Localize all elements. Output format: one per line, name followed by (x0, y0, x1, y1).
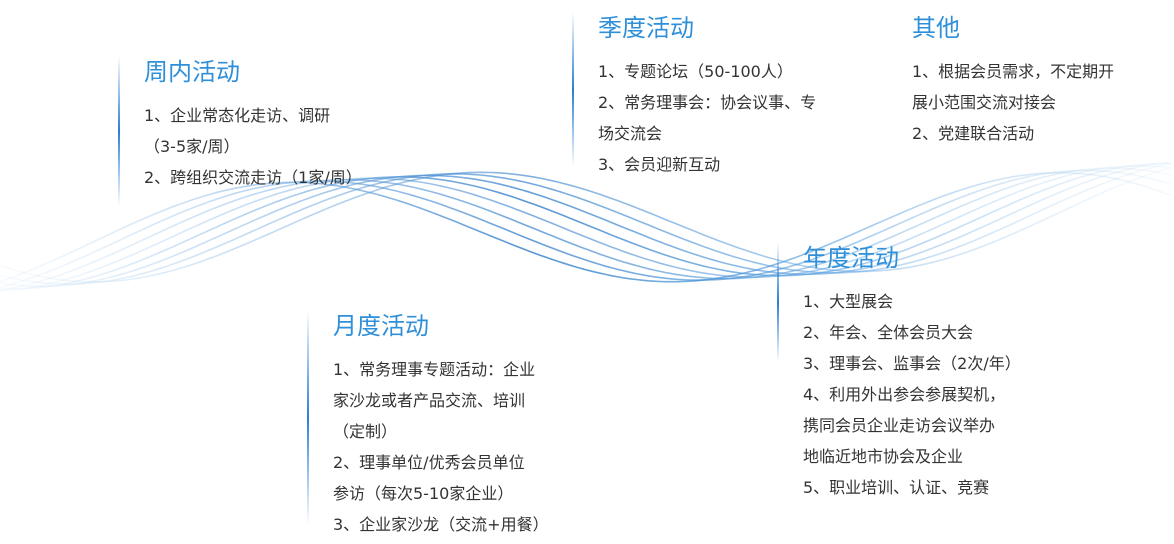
list-item: 地临近地市协会及企业 (803, 447, 964, 466)
list-item: 携同会员企业走访会议举办 (803, 416, 996, 435)
annual-activities-title: 年度活动 (803, 244, 899, 272)
wave-line (0, 161, 1171, 288)
quarterly-activities-section: 季度活动 1、专题论坛（50-100人） 2、常务理事会：协会议事、专 场交流会… (572, 12, 816, 180)
list-item: 2、跨组织交流走访（1家/周） (144, 168, 362, 187)
other-activities-section: 其他 1、根据会员需求，不定期开 展小范围交流对接会 2、党建联合活动 (886, 12, 1114, 149)
wave-line (0, 165, 1171, 292)
wave-line (0, 167, 1171, 292)
list-item: 3、企业家沙龙（交流+用餐） (333, 515, 549, 534)
list-item: 2、党建联合活动 (912, 124, 1035, 143)
weekly-activities-section: 周内活动 1、企业常态化走访、调研 （3-5家/周） 2、跨组织交流走访（1家/… (118, 56, 362, 206)
list-item: 3、会员迎新互动 (598, 155, 721, 174)
quarterly-activities-title: 季度活动 (598, 14, 694, 42)
wave-line (0, 162, 1171, 290)
monthly-divider-line (307, 310, 309, 525)
annual-activities-section: 年度活动 1、大型展会 2、年会、全体会员大会 3、理事会、监事会（2次/年） … (777, 242, 1021, 503)
monthly-activities-list: 1、常务理事专题活动：企业 家沙龙或者产品交流、培训 （定制） 2、理事单位/优… (333, 354, 549, 540)
weekly-activities-title: 周内活动 (144, 58, 240, 86)
other-activities-list: 1、根据会员需求，不定期开 展小范围交流对接会 2、党建联合活动 (912, 56, 1114, 149)
list-item: 1、根据会员需求，不定期开 (912, 62, 1115, 81)
list-item: 3、理事会、监事会（2次/年） (803, 354, 1021, 373)
other-activities-title: 其他 (912, 14, 960, 42)
list-item: 家沙龙或者产品交流、培训 (333, 391, 526, 410)
monthly-activities-title: 月度活动 (333, 312, 429, 340)
weekly-divider-line (118, 56, 120, 206)
weekly-activities-list: 1、企业常态化走访、调研 （3-5家/周） 2、跨组织交流走访（1家/周） (144, 100, 362, 193)
list-item: 场交流会 (598, 124, 663, 143)
list-item: 1、专题论坛（50-100人） (598, 62, 793, 81)
wave-line (0, 162, 1171, 285)
list-item: 2、常务理事会：协会议事、专 (598, 93, 817, 112)
wave-line (0, 169, 1171, 288)
list-item: 1、常务理事专题活动：企业 (333, 360, 536, 379)
annual-divider-line (777, 242, 779, 362)
quarterly-divider-line (572, 12, 574, 167)
list-item: 2、年会、全体会员大会 (803, 323, 974, 342)
wave-line (0, 166, 1171, 283)
list-item: （定制） (333, 422, 398, 441)
list-item: 展小范围交流对接会 (912, 93, 1057, 112)
list-item: 2、理事单位/优秀会员单位 (333, 453, 525, 472)
list-item: 1、企业常态化走访、调研 (144, 106, 331, 125)
list-item: 参访（每次5-10家企业） (333, 484, 514, 503)
list-item: 5、职业培训、认证、竞赛 (803, 478, 990, 497)
quarterly-activities-list: 1、专题论坛（50-100人） 2、常务理事会：协会议事、专 场交流会 3、会员… (598, 56, 816, 180)
wave-line (0, 172, 1171, 283)
monthly-activities-section: 月度活动 1、常务理事专题活动：企业 家沙龙或者产品交流、培训 （定制） 2、理… (307, 310, 549, 540)
list-item: 1、大型展会 (803, 292, 894, 311)
list-item: 4、利用外出参会参展契机， (803, 385, 1006, 404)
annual-activities-list: 1、大型展会 2、年会、全体会员大会 3、理事会、监事会（2次/年） 4、利用外… (803, 286, 1021, 503)
list-item: （3-5家/周） (144, 137, 240, 156)
